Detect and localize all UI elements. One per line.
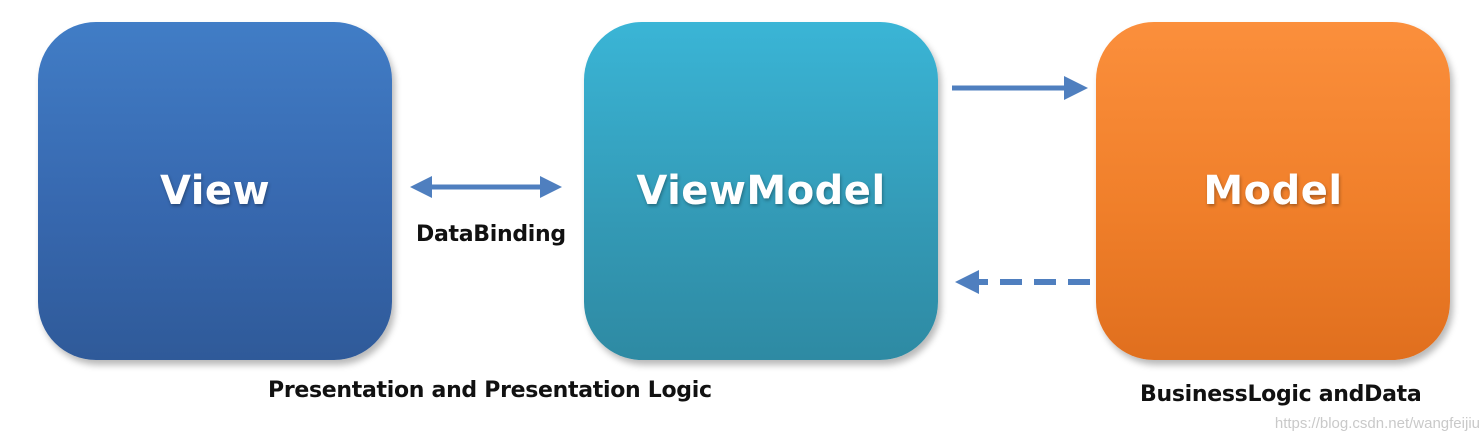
presentation-caption: Presentation and Presentation Logic xyxy=(268,378,712,403)
view-box: View xyxy=(38,22,392,360)
model-label: Model xyxy=(1203,168,1343,214)
databinding-double-arrow xyxy=(410,176,562,198)
viewmodel-to-model-arrow xyxy=(952,76,1088,100)
view-label: View xyxy=(159,168,271,214)
watermark-text: https://blog.csdn.net/wangfeijiu xyxy=(1274,415,1480,432)
viewmodel-box: ViewModel xyxy=(584,22,938,360)
databinding-label: DataBinding xyxy=(416,222,566,247)
business-caption: BusinessLogic andData xyxy=(1140,382,1422,407)
model-to-viewmodel-dashed-arrow xyxy=(955,270,1090,294)
model-box: Model xyxy=(1096,22,1450,360)
viewmodel-label: ViewModel xyxy=(636,168,886,214)
